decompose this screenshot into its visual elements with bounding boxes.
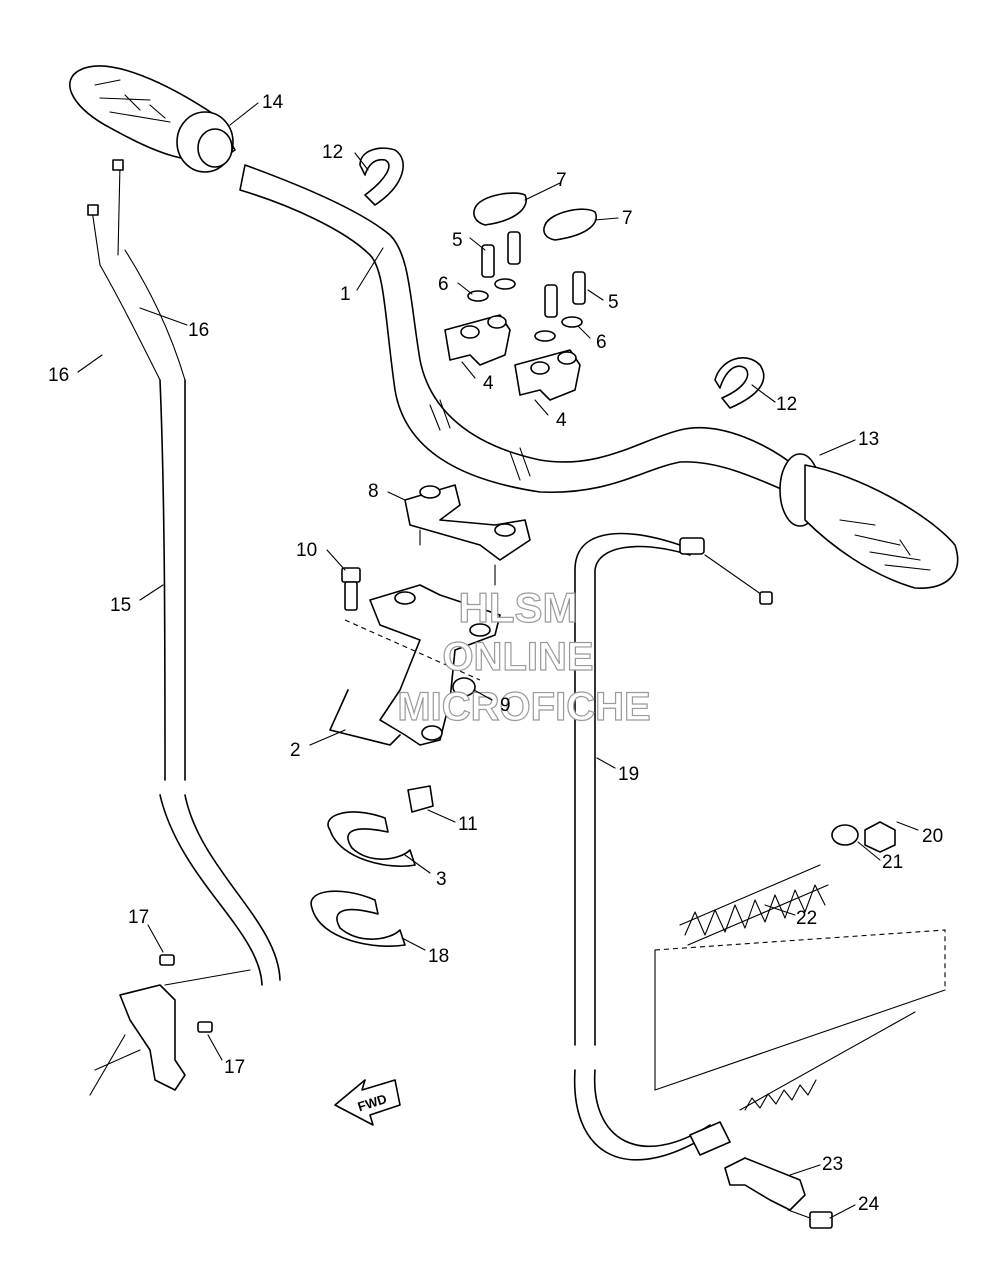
callout-16a: 16	[188, 320, 209, 341]
nut-11	[407, 785, 434, 813]
watermark-line-1: HLSM	[459, 584, 578, 631]
callout-14: 14	[262, 92, 284, 113]
upper-bracket-8	[404, 484, 531, 586]
fwd-arrow: FWD	[334, 1079, 401, 1126]
callout-numbers: 1 2 3 4 4 5 5 6 6 7 7 8 9 10 11 12 12 13…	[48, 92, 943, 1215]
callout-18: 18	[428, 946, 449, 967]
cable-end-box	[654, 929, 946, 1156]
callout-3: 3	[436, 869, 447, 890]
right-grip	[779, 453, 959, 589]
callout-7b: 7	[622, 208, 633, 229]
callout-23: 23	[822, 1154, 843, 1175]
callout-11: 11	[458, 814, 478, 835]
callout-4b: 4	[556, 410, 567, 431]
callout-24: 24	[858, 1194, 880, 1215]
watermark-line-2: ONLINE	[442, 635, 593, 679]
band-clamp-lower	[714, 356, 765, 409]
callout-2: 2	[290, 740, 301, 761]
handlebar-holder-upper	[444, 314, 511, 366]
callout-12a: 12	[322, 142, 343, 163]
left-grip	[69, 65, 236, 173]
callout-leaders	[77, 102, 919, 1219]
bracket-23	[724, 1157, 806, 1211]
nut-20	[864, 821, 896, 853]
callout-8: 8	[368, 481, 379, 502]
callout-17a: 17	[128, 907, 149, 928]
callout-20: 20	[922, 826, 943, 847]
washers-6	[467, 278, 583, 342]
callout-22: 22	[796, 908, 817, 929]
handlebar	[239, 164, 801, 496]
cable-19	[573, 532, 773, 1161]
band-clamp-upper	[359, 147, 404, 206]
cable-guide-2	[329, 584, 501, 746]
callout-12b: 12	[776, 394, 797, 415]
callout-6a: 6	[438, 274, 449, 295]
bolt-24	[787, 1209, 833, 1229]
callout-13: 13	[858, 429, 879, 450]
callout-5b: 5	[608, 292, 619, 313]
callout-6b: 6	[596, 332, 607, 353]
cable-tie-3	[327, 811, 416, 868]
callout-19: 19	[618, 764, 639, 785]
callout-4a: 4	[483, 373, 494, 394]
throttle-cable-15	[87, 159, 281, 986]
lower-switch-assembly	[89, 954, 251, 1096]
callout-9: 9	[500, 695, 511, 716]
watermark-line-3: MICROFICHE	[397, 685, 650, 729]
collar-21	[831, 824, 859, 846]
callout-17b: 17	[224, 1057, 245, 1078]
callout-10: 10	[296, 540, 317, 561]
spring-22	[679, 864, 829, 946]
callout-1: 1	[340, 284, 351, 305]
caps-7	[473, 192, 597, 241]
callout-15: 15	[110, 595, 131, 616]
callout-5a: 5	[452, 230, 463, 251]
handlebar-holder-lower	[514, 349, 581, 401]
callout-16b: 16	[48, 365, 69, 386]
cable-tie-18	[310, 890, 406, 947]
bolts-5	[481, 231, 586, 318]
nut-9	[452, 677, 476, 697]
callout-21: 21	[882, 852, 903, 873]
watermark: HLSM ONLINE MICROFICHE	[397, 583, 652, 729]
bolt-10	[341, 567, 361, 611]
callout-7a: 7	[556, 170, 567, 191]
